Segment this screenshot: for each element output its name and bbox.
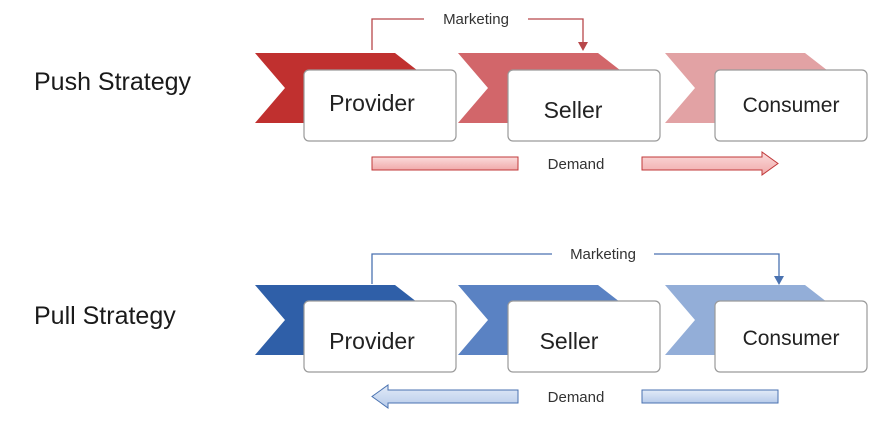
pull-strategy-section: Pull Strategy Provider Seller Consumer M… (34, 246, 868, 409)
pull-provider-label: Provider (329, 328, 415, 354)
pull-demand-label: Demand (548, 389, 605, 406)
push-strategy-title: Push Strategy (34, 68, 192, 96)
push-seller-box (507, 69, 661, 142)
pull-consumer-box (714, 300, 868, 373)
push-consumer-label: Consumer (743, 94, 840, 117)
push-demand-arrow (371, 151, 779, 176)
push-provider-box (303, 69, 457, 142)
pull-provider-box (303, 300, 457, 373)
push-marketing-arrowhead (578, 42, 588, 51)
push-marketing-label: Marketing (443, 11, 509, 28)
push-provider-label: Provider (329, 90, 415, 116)
push-seller-label: Seller (544, 97, 603, 123)
push-marketing-connector (371, 18, 584, 50)
push-consumer-box (714, 69, 868, 142)
pull-marketing-label: Marketing (570, 246, 636, 263)
push-strategy-section: Push Strategy Provider Seller Consumer M… (34, 11, 868, 176)
pull-seller-label: Seller (540, 328, 599, 354)
pull-marketing-connector (371, 253, 780, 284)
pull-demand-arrow (371, 384, 779, 409)
pull-consumer-label: Consumer (743, 327, 840, 350)
pull-marketing-arrowhead (774, 276, 784, 285)
pull-strategy-title: Pull Strategy (34, 302, 176, 330)
pull-seller-box (507, 300, 661, 373)
push-demand-label: Demand (548, 156, 605, 173)
